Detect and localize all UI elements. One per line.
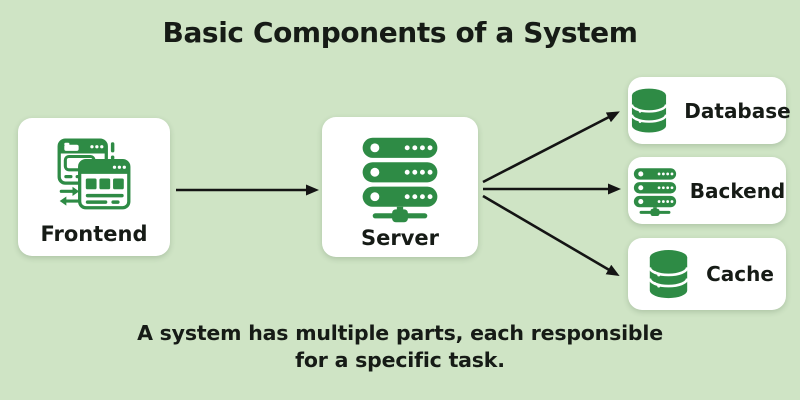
node-cache: Cache	[628, 238, 786, 310]
node-backend-label: Backend	[689, 178, 786, 203]
arrow-server-to-cache	[482, 194, 620, 277]
node-database: Database	[628, 77, 791, 144]
arrow-server-to-database	[482, 111, 620, 184]
node-server-label: Server	[360, 226, 439, 250]
node-cache-label: Cache	[706, 262, 774, 286]
caption-line-1: A system has multiple parts, each respon…	[137, 321, 663, 345]
caption: A system has multiple parts, each respon…	[0, 320, 800, 375]
caption-line-2: for a specific task.	[295, 348, 505, 373]
node-backend: Backend	[628, 157, 786, 224]
database-cylinder-icon	[623, 85, 675, 137]
browser-windows-icon	[49, 134, 139, 220]
server-rack-icon	[354, 132, 446, 224]
node-database-label: Database	[684, 98, 791, 123]
server-rack-icon	[629, 165, 681, 217]
node-frontend-label: Frontend	[40, 222, 148, 246]
database-cylinder-icon	[640, 246, 697, 303]
node-server: Server	[322, 117, 478, 257]
node-frontend: Frontend	[18, 118, 170, 256]
diagram-title: Basic Components of a System	[162, 16, 638, 49]
